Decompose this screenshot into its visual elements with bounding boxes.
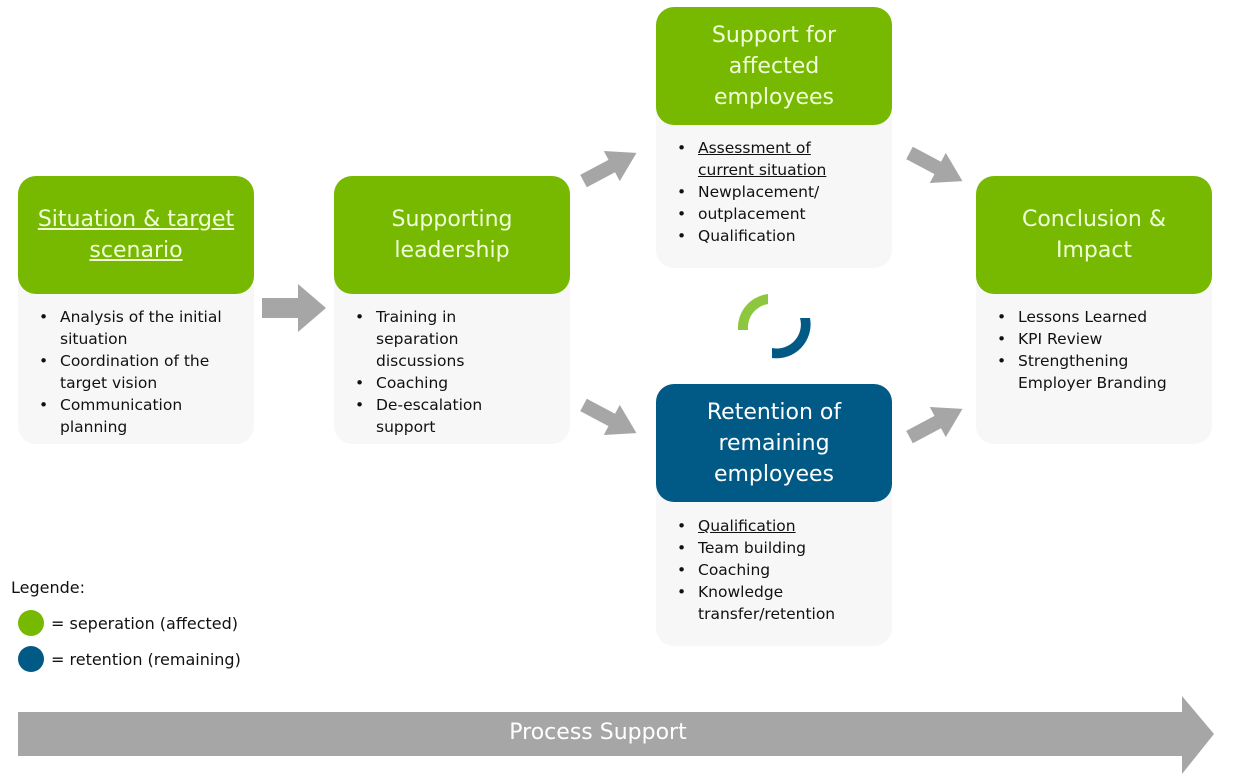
legend-label: = retention (remaining) — [51, 649, 241, 669]
legend-entry-retention: = retention (remaining) — [18, 646, 241, 672]
list-item: Communication planning — [39, 394, 250, 438]
box-retention-list: Qualification Team building Coaching Kno… — [656, 515, 888, 625]
box-retention-title: Retention of remaining employees — [706, 399, 842, 487]
box-affected-title: Support for affected employees — [711, 22, 837, 110]
box-conclusion: Conclusion & Impact Lessons Learned KPI … — [976, 176, 1212, 444]
box-retention-header: Retention of remaining employees — [656, 384, 892, 502]
arrow-up-right-icon — [580, 151, 637, 188]
process-support-label: Process Support — [509, 720, 687, 745]
list-item: Training in separation discussions — [355, 306, 526, 372]
box-situation-list: Analysis of the initial situation Coordi… — [18, 306, 250, 438]
box-affected: Support for affected employees Assessmen… — [656, 7, 892, 268]
list-item: De-escalation support — [355, 394, 506, 438]
list-item-link[interactable]: Qualification — [698, 517, 796, 535]
box-situation-header[interactable]: Situation & target scenario — [18, 176, 254, 294]
list-item[interactable]: Qualification — [677, 515, 888, 537]
box-affected-list: Assessment of current situation Newplace… — [656, 137, 888, 247]
legend-label: = seperation (affected) — [51, 613, 239, 633]
list-item: outplacement — [677, 203, 888, 225]
box-conclusion-title: Conclusion & Impact — [1021, 207, 1167, 263]
box-affected-header: Support for affected employees — [656, 7, 892, 125]
legend-title: Legende: — [11, 578, 86, 597]
list-item: Knowledge transfer/retention — [677, 581, 858, 625]
list-item: Strengthening Employer Branding — [997, 350, 1198, 394]
cycle-icon — [737, 294, 811, 359]
list-item[interactable]: Assessment of current situation — [677, 137, 888, 181]
box-leadership-header: Supporting leadership — [334, 176, 570, 294]
list-item: KPI Review — [997, 328, 1198, 350]
list-item: Lessons Learned — [997, 306, 1198, 328]
green-dot-icon — [18, 610, 44, 636]
box-leadership-title: Supporting leadership — [391, 207, 513, 263]
arrow-down-right-icon — [580, 398, 637, 435]
list-item: Coaching — [677, 559, 888, 581]
box-conclusion-header: Conclusion & Impact — [976, 176, 1212, 294]
process-support-arrow — [18, 696, 1214, 774]
list-item: Analysis of the initial situation — [39, 306, 250, 350]
list-item-link[interactable]: Assessment of current situation — [698, 139, 827, 179]
list-item: Coaching — [355, 372, 526, 394]
list-item: Newplacement/ — [677, 181, 888, 203]
legend-entry-separation: = seperation (affected) — [18, 610, 238, 636]
box-leadership: Supporting leadership Training in separa… — [334, 176, 570, 444]
box-conclusion-list: Lessons Learned KPI Review Strengthening… — [976, 306, 1198, 394]
box-situation: Situation & target scenario Analysis of … — [18, 176, 254, 444]
box-situation-title[interactable]: Situation & target scenario — [37, 207, 235, 263]
arrow-right-icon — [262, 284, 326, 332]
arrow-down-right-icon — [906, 146, 963, 183]
list-item: Coordination of the target vision — [39, 350, 250, 394]
list-item: Team building — [677, 537, 888, 559]
box-leadership-list: Training in separation discussions Coach… — [334, 306, 526, 438]
list-item: Qualification — [677, 225, 888, 247]
box-retention: Retention of remaining employees Qualifi… — [656, 384, 892, 646]
blue-dot-icon — [18, 646, 44, 672]
arrow-up-right-icon — [906, 407, 963, 444]
